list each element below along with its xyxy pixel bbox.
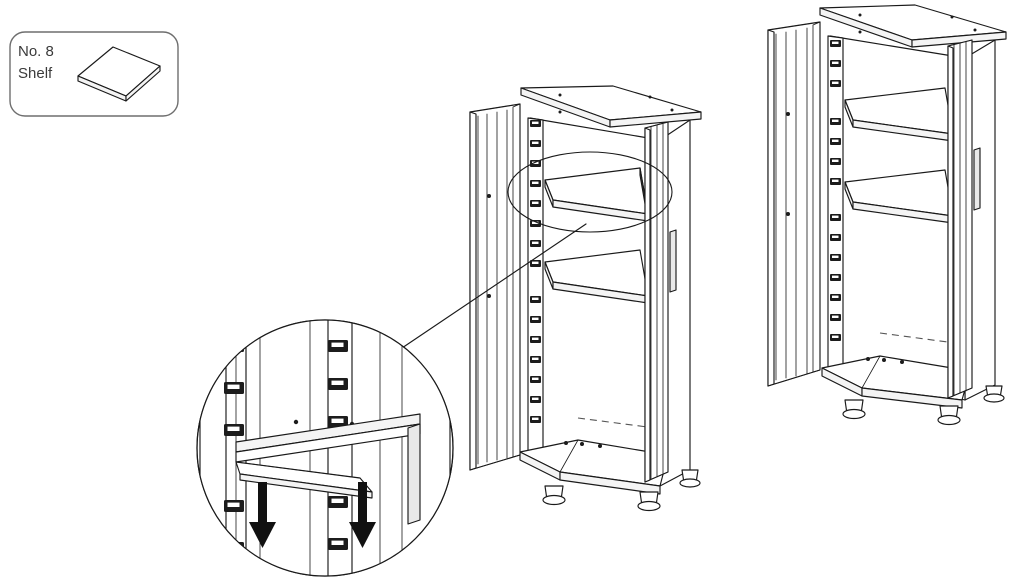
detail-contents bbox=[199, 320, 451, 576]
detail-magnifier-circle bbox=[196, 319, 454, 577]
upper-shelf-being-installed bbox=[544, 167, 649, 222]
right-cabinet-upper-shelf bbox=[844, 87, 954, 142]
right-cabinet bbox=[767, 4, 1007, 426]
shelf-thumbnail-icon bbox=[77, 46, 161, 102]
right-hidden-base-edge bbox=[879, 332, 956, 344]
hidden-base-edge bbox=[577, 417, 656, 429]
cabinet-right-door[interactable] bbox=[644, 121, 677, 483]
detail-door-edge bbox=[407, 423, 421, 525]
parts-callout-box bbox=[9, 31, 179, 117]
shelf-slot-post-left bbox=[527, 117, 544, 471]
leveling-feet bbox=[542, 469, 701, 512]
door-handle[interactable] bbox=[669, 229, 677, 293]
right-door-handle[interactable] bbox=[973, 147, 981, 211]
insertion-arrow-right bbox=[349, 482, 376, 548]
insertion-arrow-left bbox=[249, 482, 276, 548]
highlight-ellipse bbox=[507, 151, 673, 233]
middle-cabinet bbox=[401, 85, 702, 512]
cabinet-base bbox=[519, 439, 669, 495]
detail-leader-line bbox=[401, 223, 587, 349]
right-cabinet-feet bbox=[842, 385, 1005, 426]
cabinet-left-door[interactable] bbox=[469, 103, 521, 471]
lower-shelf-installed bbox=[544, 249, 649, 304]
right-cabinet-lower-shelf bbox=[844, 169, 954, 224]
cabinet-top-panel bbox=[520, 85, 702, 128]
right-cabinet-slot-post bbox=[827, 35, 844, 386]
right-cabinet-left-door[interactable] bbox=[767, 21, 821, 387]
right-cabinet-right-door[interactable] bbox=[947, 39, 981, 399]
right-cabinet-base bbox=[821, 355, 971, 409]
right-cabinet-top-panel bbox=[819, 4, 1007, 48]
